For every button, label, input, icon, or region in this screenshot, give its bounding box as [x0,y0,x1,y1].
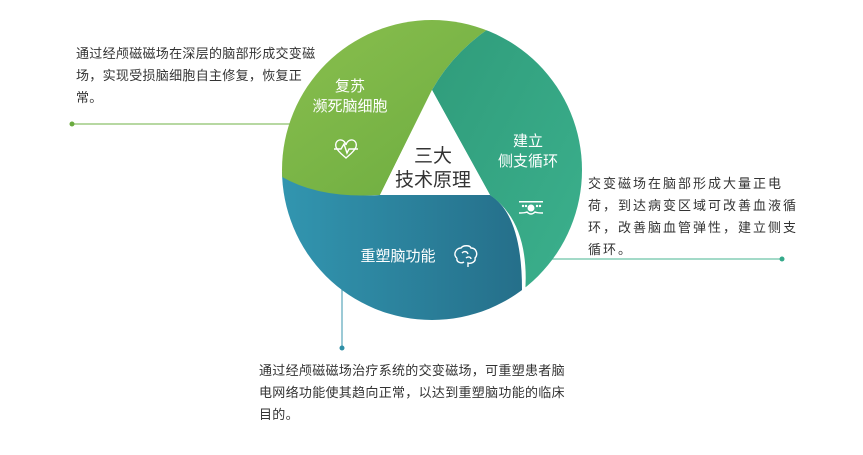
connector-left [69,121,300,127]
center-title-line: 技术原理 [394,169,471,191]
segment-label-line: 重塑脑功能 [360,247,436,265]
center-triangle [380,90,490,195]
description-collateral: 交变磁场在脑部形成大量正电荷，到达病变区域可改善血液循环，改善脑血管弹性，建立侧… [588,177,799,258]
segment-label-remodel: 重塑脑功能 [348,246,448,266]
segment-label-line: 建立 [512,132,543,150]
center-title-line: 三大 [413,145,452,167]
vessel-icon [518,201,544,215]
connector-bottom [339,285,345,351]
heart-pulse-icon [334,139,358,159]
segment-label-collateral: 建立 侧支循环 [478,131,578,171]
description-resuscitate: 通过经颅磁磁场在深层的脑部形成交变磁场，实现受损脑细胞自主修复，恢复正常。 [76,47,316,106]
segment-label-resuscitate: 复苏 濒死脑细胞 [300,76,400,116]
segment-label-line: 濒死脑细胞 [312,97,388,115]
segment-teal [432,20,582,320]
description-remodel: 通过经颅磁磁场治疗系统的交变磁场，可重塑患者脑电网络功能使其趋向正常，以达到重塑… [259,364,565,423]
brain-icon [454,245,478,267]
segment-label-line: 侧支循环 [497,152,558,170]
segment-label-line: 复苏 [334,77,365,95]
connector-right [545,256,785,262]
center-title: 三大 技术原理 [383,144,483,192]
